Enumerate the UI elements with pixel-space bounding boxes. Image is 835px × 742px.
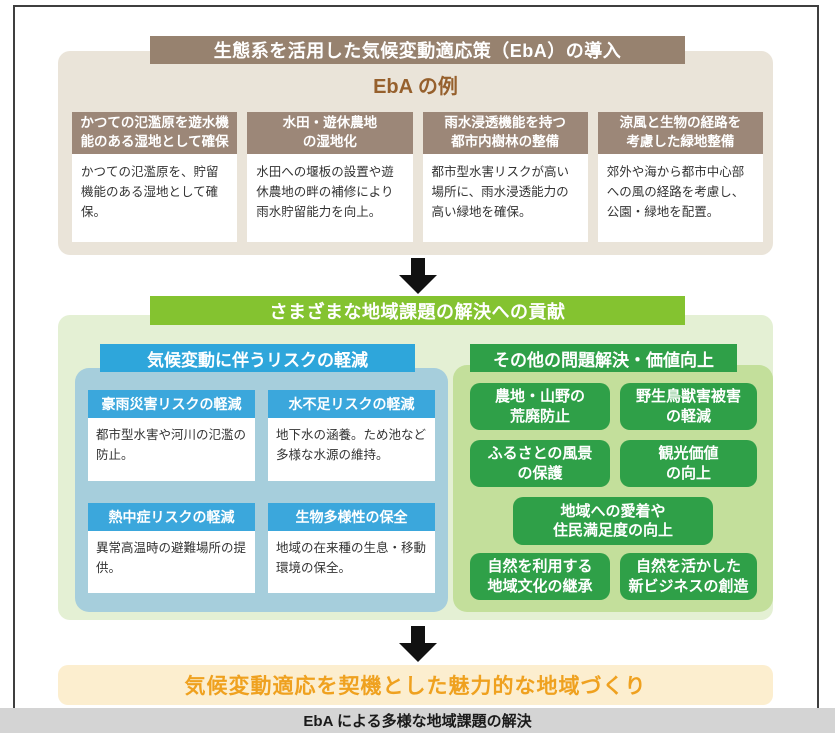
- risk-box-header: 生物多様性の保全: [268, 503, 435, 531]
- conclusion-banner: 気候変動適応を契機とした魅力的な地域づくり: [58, 665, 773, 705]
- risk-box-heavy-rain: 豪雨災害リスクの軽減 都市型水害や河川の氾濫の防止。: [88, 390, 255, 481]
- benefit-farmland: 農地・山野の 荒廃防止: [470, 383, 610, 430]
- example-column-body: 郊外や海から都市中心部への風の経路を考慮し、公園・緑地を配置。: [597, 154, 763, 242]
- example-column-body: 都市型水害リスクが高い場所に、雨水浸透能力の高い緑地を確保。: [422, 154, 588, 242]
- example-column-header: かつての氾濫原を遊水機 能のある湿地として確保: [72, 112, 238, 154]
- benefit-new-business: 自然を活かした 新ビジネスの創造: [620, 553, 757, 600]
- benefit-tourism-value: 観光価値 の向上: [620, 440, 757, 487]
- figure-caption: EbA による多様な地域課題の解決: [0, 708, 835, 733]
- example-columns: かつての氾濫原を遊水機 能のある湿地として確保 かつての氾濫原を、貯留機能のある…: [72, 112, 763, 242]
- arrow-stem: [411, 626, 425, 643]
- example-column-floodplain: かつての氾濫原を遊水機 能のある湿地として確保 かつての氾濫原を、貯留機能のある…: [72, 112, 238, 242]
- risk-box-header: 豪雨災害リスクの軽減: [88, 390, 255, 418]
- example-column-urban-forest: 雨水浸透機能を持つ 都市内樹林の整備 都市型水害リスクが高い場所に、雨水浸透能力…: [422, 112, 588, 242]
- example-column-header: 雨水浸透機能を持つ 都市内樹林の整備: [422, 112, 588, 154]
- arrow-head: [399, 275, 437, 294]
- risk-box-body: 地域の在来種の生息・移動環境の保全。: [268, 531, 435, 593]
- example-column-body: 水田への堰板の設置や遊休農地の畔の補修により雨水貯留能力を向上。: [247, 154, 413, 242]
- example-column-body: かつての氾濫原を、貯留機能のある湿地として確保。: [72, 154, 238, 242]
- diagram-border: [13, 5, 819, 708]
- down-arrow-icon: [399, 258, 437, 294]
- example-column-greenspace: 涼風と生物の経路を 考慮した緑地整備 郊外や海から都市中心部への風の経路を考慮し…: [597, 112, 763, 242]
- other-benefits-title: その他の問題解決・価値向上: [470, 344, 737, 372]
- contribution-title-bar: さまざまな地域課題の解決への貢献: [150, 296, 685, 325]
- risk-box-body: 地下水の涵養。ため池など多様な水源の維持。: [268, 418, 435, 481]
- down-arrow-icon: [399, 626, 437, 662]
- risk-box-biodiversity: 生物多様性の保全 地域の在来種の生息・移動環境の保全。: [268, 503, 435, 593]
- benefit-hometown-scenery: ふるさとの風景 の保護: [470, 440, 610, 487]
- risk-box-heatstroke: 熱中症リスクの軽減 異常高温時の避難場所の提供。: [88, 503, 255, 593]
- examples-title: EbA の例: [373, 76, 458, 98]
- risk-panel: 豪雨災害リスクの軽減 都市型水害や河川の氾濫の防止。 水不足リスクの軽減 地下水…: [75, 368, 448, 612]
- example-column-header: 水田・遊休農地 の湿地化: [247, 112, 413, 154]
- risk-box-body: 都市型水害や河川の氾濫の防止。: [88, 418, 255, 481]
- other-benefits-panel: 農地・山野の 荒廃防止 野生鳥獣害被害 の軽減 ふるさとの風景 の保護 観光価値…: [453, 365, 773, 612]
- risk-box-body: 異常高温時の避難場所の提供。: [88, 531, 255, 593]
- risk-box-header: 水不足リスクの軽減: [268, 390, 435, 418]
- benefit-resident-satisfaction: 地域への愛着や 住民満足度の向上: [513, 497, 713, 545]
- example-column-paddy: 水田・遊休農地 の湿地化 水田への堰板の設置や遊休農地の畔の補修により雨水貯留能…: [247, 112, 413, 242]
- top-title-bar: 生態系を活用した気候変動適応策（EbA）の導入: [150, 36, 685, 64]
- benefit-wildlife-damage: 野生鳥獣害被害 の軽減: [620, 383, 757, 430]
- risk-box-water-shortage: 水不足リスクの軽減 地下水の涵養。ため池など多様な水源の維持。: [268, 390, 435, 481]
- example-column-header: 涼風と生物の経路を 考慮した緑地整備: [597, 112, 763, 154]
- arrow-head: [399, 643, 437, 662]
- benefit-local-culture: 自然を利用する 地域文化の継承: [470, 553, 610, 600]
- arrow-stem: [411, 258, 425, 275]
- risk-section-title: 気候変動に伴うリスクの軽減: [100, 344, 415, 372]
- risk-box-header: 熱中症リスクの軽減: [88, 503, 255, 531]
